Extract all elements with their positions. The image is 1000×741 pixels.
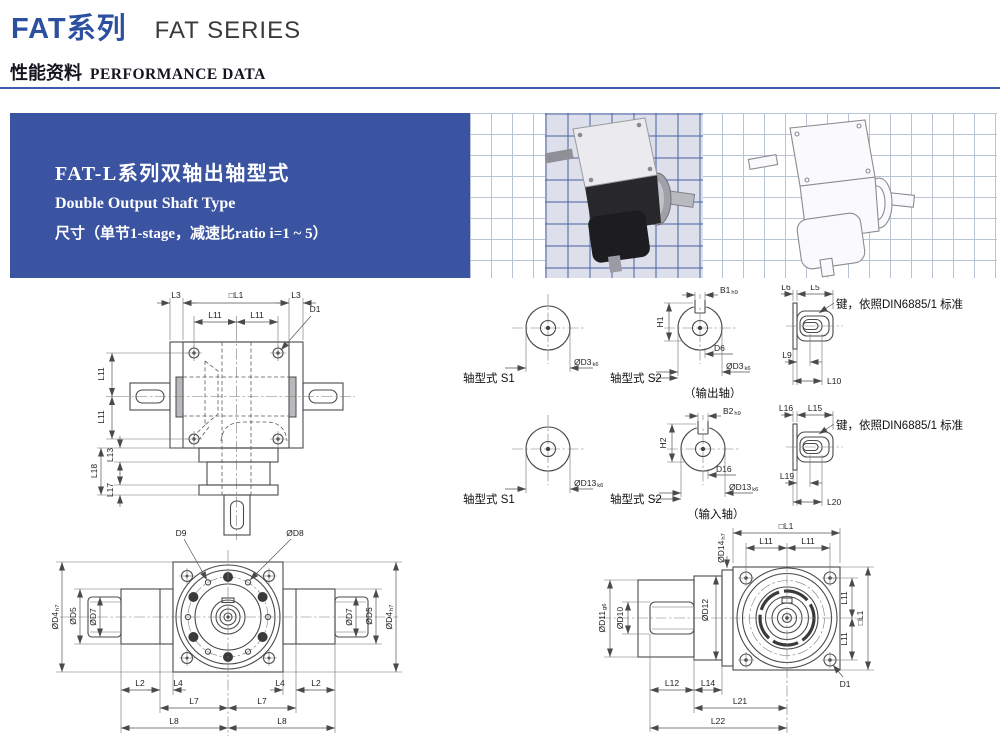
- page-title-zh: FAT系列: [11, 13, 127, 45]
- dim-l18: L18: [89, 464, 99, 478]
- banner: FAT-L系列双轴出轴型式 Double Output Shaft Type 尺…: [0, 113, 1000, 278]
- dim-l11-right-a: L11: [839, 591, 849, 605]
- dim-l11-top-b: L11: [801, 536, 815, 546]
- dim-h2: H2: [658, 437, 668, 448]
- dim-d3: ØD3k6: [574, 357, 599, 368]
- dim-d12: ØD12: [700, 599, 710, 621]
- dim-l1-top: □L1: [779, 521, 794, 531]
- dim-l19: L19: [780, 471, 794, 481]
- section-heading: 性能资料 PERFORMANCE DATA: [10, 59, 266, 85]
- shaft-type-s1-input: ØD13k6 轴型式 S1: [463, 415, 603, 506]
- shaft-type-s2-output: B1h9 H1 D6 ØD3k6 轴型式 S2 （输出轴）: [610, 285, 751, 400]
- technical-drawings: L3 □L1 L3 L11 L11 D1 L11 L11 L13 L17 L18: [50, 285, 963, 736]
- dim-l13: L13: [105, 448, 115, 462]
- shaft-type-s2-input: B2h9 H2 D16 ØD13k6 轴型式 S2 （输入轴）: [610, 406, 758, 521]
- dim-l11-top-a: L11: [208, 310, 222, 320]
- dim-d3-s2: ØD3k6: [726, 361, 751, 372]
- dim-h1: H1: [655, 316, 665, 327]
- dim-d13: ØD13k6: [574, 478, 603, 489]
- dim-l5: L5: [810, 285, 820, 292]
- key-din-note-input: 键，依照DIN6885/1 标准: [836, 418, 963, 432]
- banner-heading-en: Double Output Shaft Type: [55, 195, 236, 212]
- dim-d1: D1: [310, 304, 321, 314]
- dim-d5-left: ØD5: [68, 607, 78, 625]
- dim-l10: L10: [827, 376, 841, 386]
- dim-d6: D6: [714, 343, 725, 353]
- dim-l20: L20: [827, 497, 841, 507]
- dim-d5-right: ØD5: [364, 607, 374, 625]
- dim-l7-left: L7: [189, 696, 199, 706]
- dim-l12: L12: [665, 678, 679, 688]
- dim-l15: L15: [808, 403, 822, 413]
- shaft-type-s1-output-label: 轴型式 S1: [463, 371, 515, 385]
- dim-l2-right: L2: [311, 678, 321, 688]
- dim-l2-left: L2: [135, 678, 145, 688]
- plate-corner-screws: [179, 568, 277, 666]
- dim-l14: L14: [701, 678, 715, 688]
- dim-d10: ØD10: [615, 607, 625, 629]
- section-title-en: PERFORMANCE DATA: [90, 66, 266, 83]
- dim-d9: D9: [176, 528, 187, 538]
- section-title-zh: 性能资料: [10, 63, 82, 83]
- flange-view-drawing: ØD11g6 ØD10 ØD12 ØD14h7 □L1 L11 L11 L11 …: [597, 521, 874, 733]
- banner-title-box: FAT-L系列双轴出轴型式 Double Output Shaft Type 尺…: [10, 113, 470, 278]
- shaft-type-s2-output-label: 轴型式 S2: [610, 371, 662, 385]
- dim-l6: L6: [781, 285, 791, 292]
- dim-d7-right: ØD7: [344, 608, 354, 626]
- dim-l11-top-a: L11: [759, 536, 773, 546]
- dim-l8-right: L8: [277, 716, 287, 726]
- section-divider: [0, 87, 1000, 89]
- page-header: FAT系列 FAT SERIES: [11, 5, 301, 47]
- dim-l7-right: L7: [257, 696, 267, 706]
- dim-l11-left-a: L11: [96, 367, 106, 381]
- shaft-type-s1-output: ØD3k6 轴型式 S1: [463, 294, 599, 385]
- dim-b2: B2h9: [723, 406, 741, 417]
- dim-l16: L16: [779, 403, 793, 413]
- dim-b1: B1h9: [720, 285, 738, 296]
- input-shaft-note: （输入轴）: [687, 507, 745, 521]
- keyway-input-drawing: L16 L15 键，依照DIN6885/1 标准 L19 L20: [779, 403, 963, 507]
- dim-d14: ØD14h7: [716, 533, 727, 563]
- page-title-en: FAT SERIES: [154, 17, 302, 44]
- dim-d4-right: ØD4h7: [384, 605, 395, 630]
- dim-l4-right: L4: [275, 678, 285, 688]
- dim-l4-left: L4: [173, 678, 183, 688]
- dim-l17: L17: [105, 483, 115, 497]
- keyway-output-drawing: L6 L5 键，依照DIN6885/1 标准 L9 L10: [781, 285, 963, 386]
- dim-l9: L9: [782, 350, 792, 360]
- dim-d16: D16: [716, 464, 732, 474]
- shaft-type-s2-input-label: 轴型式 S2: [610, 492, 662, 506]
- dim-d8: ØD8: [286, 528, 304, 538]
- dim-l1-right: □L1: [855, 610, 865, 625]
- key-din-note-output: 键，依照DIN6885/1 标准: [836, 297, 963, 311]
- banner-heading-zh: FAT-L系列双轴出轴型式: [55, 163, 290, 185]
- grid-paper-background: [470, 113, 997, 278]
- dim-l3-left: L3: [171, 290, 181, 300]
- dim-d1-flange: D1: [840, 679, 851, 689]
- gearbox-photo: [544, 113, 703, 278]
- top-view-drawing: L3 □L1 L3 L11 L11 D1 L11 L11 L13 L17 L18: [89, 290, 355, 540]
- shaft-type-s1-input-label: 轴型式 S1: [463, 492, 515, 506]
- gearbox-photo-art: [544, 117, 696, 273]
- dim-l22: L22: [711, 716, 725, 726]
- dim-l8-left: L8: [169, 716, 179, 726]
- banner-size-note: 尺寸（单节1-stage，减速比ratio i=1 ~ 5）: [55, 226, 328, 242]
- dim-d7-left: ØD7: [88, 608, 98, 626]
- gearbox-line-drawing: [737, 113, 923, 278]
- dim-l11-right-b: L11: [839, 632, 849, 646]
- corner-screw-holes: [186, 345, 286, 447]
- dim-l11-left-b: L11: [96, 410, 106, 424]
- dim-d4-left: ØD4h7: [50, 605, 61, 630]
- dim-l11-top-b: L11: [250, 310, 264, 320]
- gearbox-render-art: [747, 119, 916, 278]
- output-shaft-note: （输出轴）: [684, 386, 742, 400]
- front-view-drawing: D9 ØD8 ØD4h7 ØD5 ØD7 ØD7 ØD5 ØD4h7 L2: [50, 528, 402, 736]
- dim-l3-right: L3: [291, 290, 301, 300]
- dim-l1: □L1: [229, 290, 244, 300]
- dim-d13-s2: ØD13k6: [729, 482, 758, 493]
- dim-d11: ØD11g6: [597, 603, 608, 632]
- dim-l21: L21: [733, 696, 747, 706]
